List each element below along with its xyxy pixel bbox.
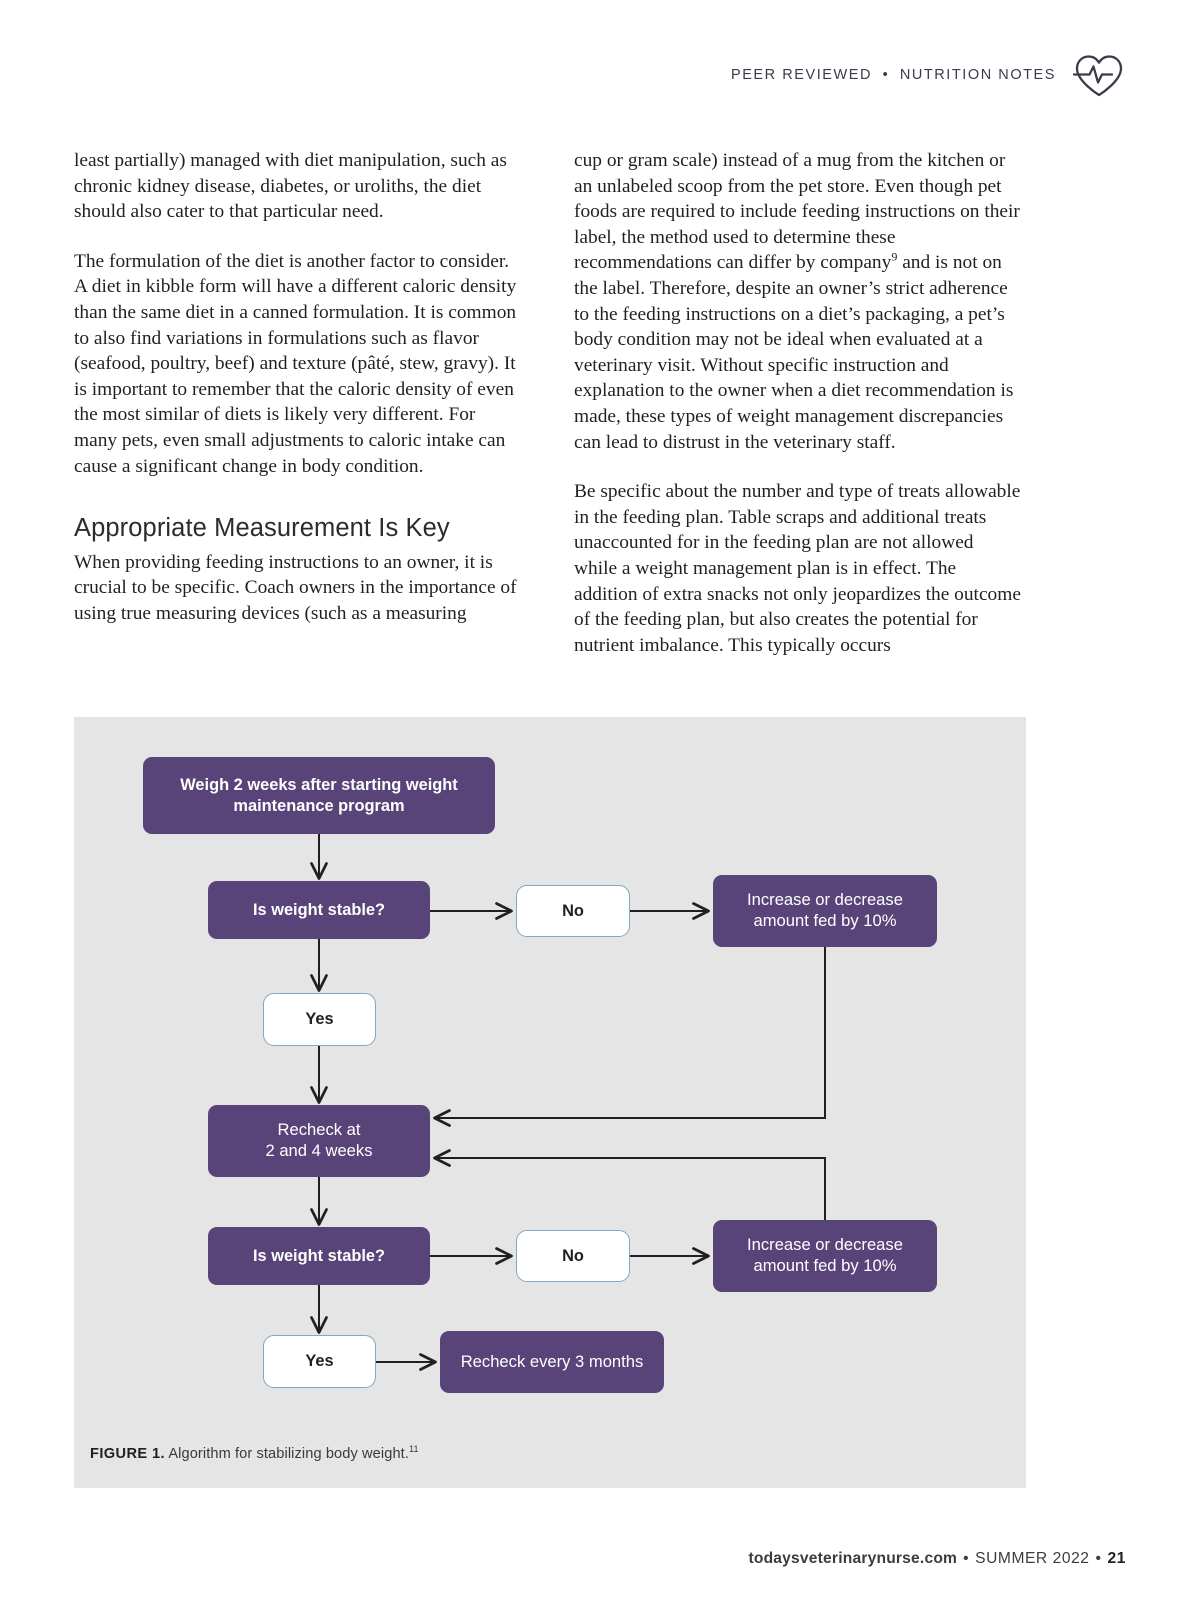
paragraph: least partially) managed with diet manip… xyxy=(74,150,507,223)
paragraph: The formulation of the diet is another f… xyxy=(74,250,517,477)
running-head-text: PEER REVIEWED • NUTRITION NOTES xyxy=(731,67,1056,83)
page-footer: todaysveterinarynurse.com • SUMMER 2022 • 21 xyxy=(748,1550,1126,1568)
flow-node-yes-1: Yes xyxy=(263,993,376,1046)
running-head-separator: • xyxy=(882,67,890,83)
running-head-left-label: PEER REVIEWED xyxy=(730,67,872,83)
footer-dot-2: • xyxy=(1095,1550,1102,1567)
flow-node-adjust-amount-1: Increase or decrease amount fed by 10% xyxy=(713,875,937,947)
figure-caption-reference: 11 xyxy=(408,1444,419,1455)
article-body: least partially) managed with diet manip… xyxy=(74,148,1026,658)
reference-marker: 9 xyxy=(891,249,898,264)
paragraph-text-part-1: cup or gram scale) instead of a mug from… xyxy=(574,150,1020,274)
left-column: least partially) managed with diet manip… xyxy=(74,148,521,658)
flow-node-adjust-amount-2: Increase or decrease amount fed by 10% xyxy=(713,1220,937,1292)
paragraph: When providing feeding instructions to a… xyxy=(74,551,517,624)
footer-dot-1: • xyxy=(963,1550,970,1567)
heart-pulse-logo-icon xyxy=(1072,52,1126,98)
figure-caption: FIGURE 1. Algorithm for stabilizing body… xyxy=(90,1444,419,1462)
flow-node-no-2: No xyxy=(516,1230,630,1282)
flow-node-recheck-every-3-months: Recheck every 3 months xyxy=(440,1331,664,1393)
figure-caption-label: FIGURE 1. xyxy=(90,1446,165,1462)
section-heading: Appropriate Measurement Is Key xyxy=(74,514,450,543)
flowchart: Weigh 2 weeks after starting weight main… xyxy=(74,717,1026,1417)
running-head-right-label: NUTRITION NOTES xyxy=(899,67,1056,83)
footer-page-number: 21 xyxy=(1107,1550,1126,1567)
flow-node-recheck-2-and-4-weeks: Recheck at 2 and 4 weeks xyxy=(208,1105,430,1177)
paragraph: Be specific about the number and type of… xyxy=(574,481,1021,656)
footer-site-url: todaysveterinarynurse.com xyxy=(748,1550,958,1567)
flow-node-no-1: No xyxy=(516,885,630,937)
flow-node-yes-2: Yes xyxy=(263,1335,376,1388)
footer-issue: SUMMER 2022 xyxy=(975,1550,1090,1567)
flow-node-is-weight-stable-1: Is weight stable? xyxy=(208,881,430,939)
figure-caption-text: Algorithm for stabilizing body weight. xyxy=(164,1446,409,1462)
right-column: cup or gram scale) instead of a mug from… xyxy=(574,148,1021,658)
figure-1-panel: Weigh 2 weeks after starting weight main… xyxy=(74,717,1026,1488)
flow-node-is-weight-stable-2: Is weight stable? xyxy=(208,1227,430,1285)
paragraph-text-part-2: and is not on the label. Therefore, desp… xyxy=(574,252,1014,453)
flow-node-weigh-2-weeks: Weigh 2 weeks after starting weight main… xyxy=(143,757,495,834)
running-head: PEER REVIEWED • NUTRITION NOTES xyxy=(731,52,1126,98)
paragraph: cup or gram scale) instead of a mug from… xyxy=(574,148,1021,455)
